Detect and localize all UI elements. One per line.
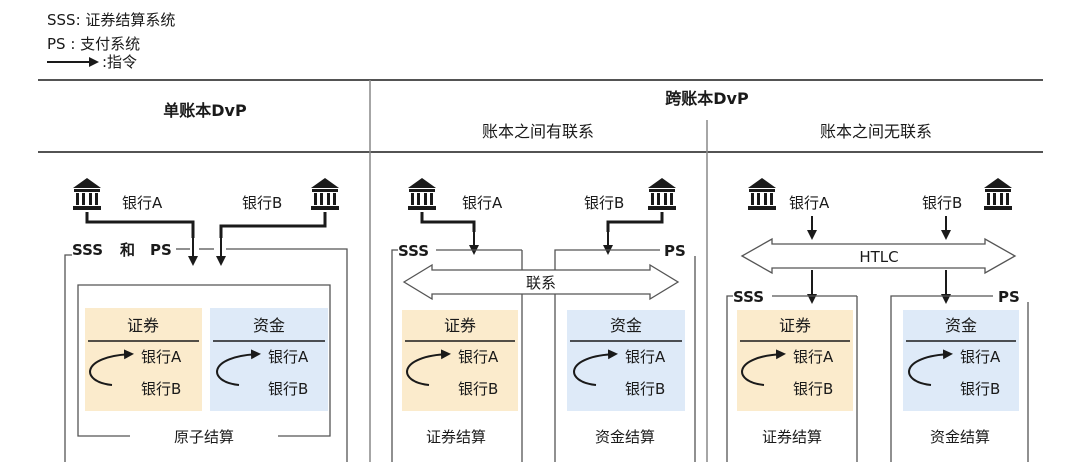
sss-label: SSS — [398, 242, 429, 260]
legend-sss: SSS: 证券结算系统 — [47, 11, 175, 29]
securities-block — [737, 310, 853, 411]
bank-b-icon — [311, 178, 339, 210]
transfer-arrow-icon — [908, 349, 953, 386]
securities-bank-a: 银行A — [141, 348, 182, 366]
securities-bank-a: 银行A — [793, 348, 834, 366]
funds-label: 资金 — [253, 316, 285, 335]
htlc-double-arrow — [740, 237, 1017, 275]
funds-label: 资金 — [610, 316, 642, 335]
securities-bank-b: 银行B — [141, 380, 181, 398]
sss-label: SSS — [733, 288, 764, 306]
ps-label: PS — [150, 241, 172, 259]
funds-bank-b: 银行B — [625, 380, 665, 398]
funds-bank-a: 银行A — [625, 348, 666, 366]
bank-b-label: 银行B — [242, 194, 282, 212]
funds-bank-a: 银行A — [268, 348, 309, 366]
securities-label: 证券 — [444, 316, 476, 335]
funds-settlement-label: 资金结算 — [930, 428, 990, 446]
and-label: 和 — [120, 241, 135, 259]
atomic-settlement-label: 原子结算 — [174, 428, 234, 446]
instruction-line-a — [420, 212, 476, 232]
sss-box-left — [391, 249, 398, 462]
sss-ps-box-right — [226, 248, 348, 462]
instruction-line-b — [606, 212, 664, 232]
securities-bank-b: 银行B — [458, 380, 498, 398]
transfer-arrow-icon — [406, 349, 451, 386]
instruction-line-a — [85, 212, 195, 238]
bank-a-label: 银行A — [462, 194, 503, 212]
header-linked: 账本之间有联系 — [482, 122, 594, 141]
sss-box-left — [726, 295, 733, 462]
header-cross: 跨账本DvP — [665, 89, 749, 108]
funds-block — [567, 310, 685, 411]
instruction-line-b — [219, 212, 327, 238]
securities-label: 证券 — [127, 316, 159, 335]
htlc-label: HTLC — [859, 248, 898, 266]
securities-settlement-label: 证券结算 — [762, 428, 822, 446]
transfer-arrow-icon — [573, 349, 618, 386]
bank-b-icon — [648, 178, 676, 210]
legend-ps: PS : 支付系统 — [47, 35, 140, 53]
bank-a-icon — [748, 178, 776, 210]
ps-label: PS — [664, 242, 686, 260]
securities-settlement-label: 证券结算 — [426, 428, 486, 446]
securities-label: 证券 — [779, 316, 811, 335]
funds-bank-a: 银行A — [960, 348, 1001, 366]
header-unlinked: 账本之间无联系 — [820, 122, 932, 141]
bank-b-label: 银行B — [584, 194, 624, 212]
ps-label: PS — [998, 288, 1020, 306]
bank-a-label: 银行A — [122, 194, 163, 212]
ps-box-top — [890, 295, 993, 462]
transfer-arrow-icon — [216, 349, 261, 386]
bank-b-label: 银行B — [922, 194, 962, 212]
funds-label: 资金 — [945, 316, 977, 335]
atomic-box — [77, 284, 331, 437]
funds-bank-b: 银行B — [960, 380, 1000, 398]
bank-a-label: 银行A — [789, 194, 830, 212]
bank-a-icon — [408, 178, 436, 210]
bank-b-icon — [984, 178, 1012, 210]
ps-box-top — [554, 249, 660, 462]
link-label: 联系 — [526, 274, 556, 292]
securities-bank-b: 银行B — [793, 380, 833, 398]
funds-settlement-label: 资金结算 — [595, 428, 655, 446]
securities-bank-a: 银行A — [458, 348, 499, 366]
sss-ps-box-left — [64, 254, 72, 462]
link-double-arrow — [402, 263, 680, 301]
sss-label: SSS — [72, 241, 103, 259]
legend-arrow-label: :指令 — [102, 53, 137, 71]
funds-block — [903, 310, 1019, 411]
bank-a-icon — [73, 178, 101, 210]
header-single: 单账本DvP — [163, 101, 247, 120]
funds-bank-b: 银行B — [268, 380, 308, 398]
transfer-arrow-icon — [89, 349, 134, 386]
transfer-arrow-icon — [741, 349, 786, 386]
securities-block — [402, 310, 518, 411]
